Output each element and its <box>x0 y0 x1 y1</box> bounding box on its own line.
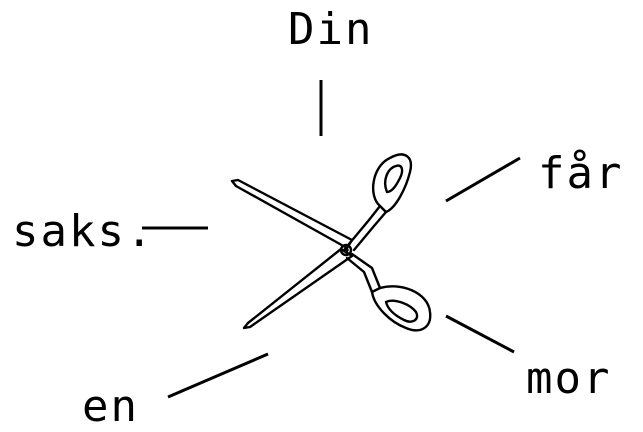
word-mor: mor <box>526 353 612 404</box>
word-din: Din <box>288 4 374 55</box>
connector-right <box>445 156 521 203</box>
word-en: en <box>82 381 139 432</box>
scissors-icon <box>230 153 432 332</box>
connector-bottom-right <box>445 314 515 354</box>
word-far: får <box>538 148 624 199</box>
connector-bottom-left <box>167 352 269 399</box>
word-saks: saks. <box>12 206 155 257</box>
